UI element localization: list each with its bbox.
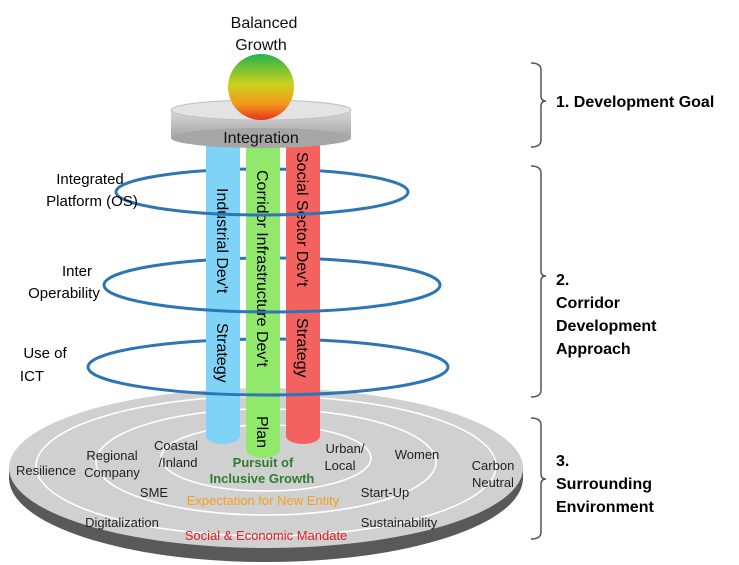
social-pillar — [286, 138, 320, 436]
inclusive-growth-label: Inclusive Growth — [210, 471, 315, 486]
base-labels: Coastal /Inland Urban/ Local Regional Co… — [16, 438, 514, 543]
balanced-growth-sphere — [228, 54, 294, 120]
urban-label: Urban/ — [325, 441, 364, 456]
ring-platform-front — [114, 191, 410, 217]
bracket-approach — [530, 165, 547, 398]
base-disc — [9, 388, 523, 562]
ring-interoperability-front — [102, 284, 442, 314]
pursuit-label: Pursuit of — [233, 455, 294, 470]
infrastructure-plan-text: Plan — [253, 416, 270, 448]
digitalization-label: Digitalization — [85, 515, 159, 530]
stage-brackets — [530, 62, 547, 540]
ring-labels: Integrated Platform (OS) Inter Operabili… — [20, 171, 138, 385]
stage2-number: 2. — [556, 272, 569, 289]
approach-label: Approach — [556, 341, 631, 358]
industrial-strategy-text: Strategy — [213, 323, 230, 383]
stage3-number: 3. — [556, 453, 569, 470]
platform-os-label: Platform (OS) — [46, 193, 138, 210]
neutral-label: Neutral — [472, 475, 514, 490]
industrial-pillar — [206, 138, 240, 436]
ict-label: ICT — [20, 368, 44, 385]
integration-label: Integration — [223, 130, 299, 147]
corridor-label: Corridor — [556, 295, 620, 312]
stage-labels: 1. Development Goal 2. Corridor Developm… — [556, 94, 714, 516]
integrated-label: Integrated — [56, 171, 124, 188]
use-of-label: Use of — [23, 345, 67, 362]
sustainability-label: Sustainability — [361, 515, 438, 530]
pillars: Industrial Dev't Strategy Corridor Infra… — [206, 138, 320, 458]
company-label: Company — [84, 465, 140, 480]
development-goal-label: 1. Development Goal — [556, 94, 714, 111]
rings-front — [86, 191, 450, 397]
regional-label: Regional — [86, 448, 137, 463]
carbon-label: Carbon — [472, 458, 515, 473]
bracket-goal — [530, 62, 547, 148]
infrastructure-pillar — [246, 138, 280, 450]
coastal-label: Coastal — [154, 438, 198, 453]
balanced-label: Balanced — [231, 15, 298, 32]
local-label: Local — [324, 458, 355, 473]
startup-label: Start-Up — [361, 485, 409, 500]
inter-label: Inter — [62, 263, 92, 280]
sme-label: SME — [140, 485, 169, 500]
balanced-growth-ball: Balanced Growth — [228, 15, 297, 120]
development-label: Development — [556, 318, 657, 335]
industrial-devt-text: Industrial Dev't — [213, 188, 230, 294]
social-devt-text: Social Sector Dev't — [293, 152, 310, 287]
inland-label: /Inland — [158, 455, 197, 470]
mandate-label: Social & Economic Mandate — [185, 528, 348, 543]
women-label: Women — [395, 447, 440, 462]
bracket-environment — [530, 417, 547, 540]
infrastructure-devt-text: Corridor Infrastructure Dev't — [253, 170, 270, 367]
surrounding-label: Surrounding — [556, 476, 652, 493]
resilience-label: Resilience — [16, 463, 76, 478]
environment-label: Environment — [556, 499, 654, 516]
ring-ict-front — [86, 366, 450, 397]
expectation-label: Expectation for New Entity — [187, 493, 340, 508]
operability-label: Operability — [28, 285, 100, 302]
growth-label: Growth — [235, 37, 287, 54]
social-strategy-text: Strategy — [293, 318, 310, 378]
